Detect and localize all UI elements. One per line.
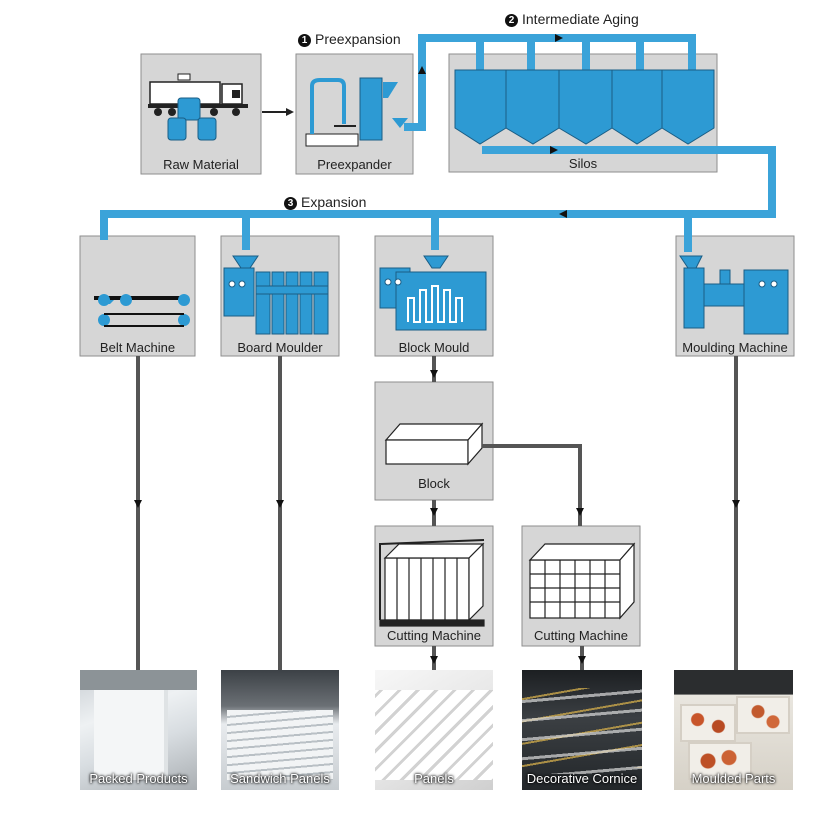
moulding-machine-icon (679, 255, 789, 335)
block-mould-label: Block Mould (398, 340, 470, 355)
pipe-arrows (418, 34, 567, 218)
packed-products-caption: Packed Products (89, 771, 188, 786)
belt-machine-icon (94, 294, 190, 327)
cutting-machine-icon (379, 539, 485, 627)
block-icon (384, 422, 484, 466)
product-photo-decorative-cornice: Decorative Cornice (522, 670, 642, 790)
stage-number-badge: 3 (284, 197, 297, 210)
stage-number-badge: 1 (298, 34, 311, 47)
block-label: Block (418, 476, 450, 491)
sandwich-panels-caption: Sandwich Panels (230, 771, 330, 786)
silos-label: Silos (568, 156, 598, 171)
belt-machine-label: Belt Machine (99, 340, 176, 355)
raw-material-label: Raw Material (163, 157, 239, 172)
moulded-parts-caption: Moulded Parts (691, 771, 776, 786)
supply-pipes (100, 34, 776, 252)
decorative-cornice-caption: Decorative Cornice (526, 771, 638, 786)
moulding-machine-label: Moulding Machine (682, 340, 788, 355)
stage-preexpansion-label: Preexpansion (315, 31, 401, 47)
stage-preexpansion: 1 Preexpansion (298, 31, 401, 47)
block-mould-icon (379, 255, 487, 331)
product-photo-packed-products: Packed Products (80, 670, 197, 790)
silos-icon (454, 69, 715, 145)
preexpander-icon (305, 77, 408, 147)
product-photo-sandwich-panels: Sandwich Panels (221, 670, 339, 790)
board-moulder-icon (223, 255, 329, 335)
stage-intermediate-aging: 2 Intermediate Aging (505, 11, 639, 27)
raw-to-preexpander-line (262, 108, 294, 116)
stage-aging-label: Intermediate Aging (522, 11, 639, 27)
cutting-machine-label: Cutting Machine (534, 628, 628, 643)
stage-number-badge: 2 (505, 14, 518, 27)
stage-expansion: 3 Expansion (284, 194, 366, 210)
truck-icon (148, 73, 248, 141)
product-photo-panels: Panels (375, 670, 493, 790)
flow-arrowheads (134, 370, 740, 664)
panels-caption: Panels (414, 771, 454, 786)
stage-expansion-label: Expansion (301, 194, 367, 210)
preexpander-label: Preexpander (317, 157, 392, 172)
product-photo-moulded-parts: Moulded Parts (674, 670, 793, 790)
board-moulder-label: Board Moulder (237, 340, 323, 355)
cutting-machine-pattern-icon (528, 542, 636, 620)
cutting-machine-label: Cutting Machine (387, 628, 481, 643)
